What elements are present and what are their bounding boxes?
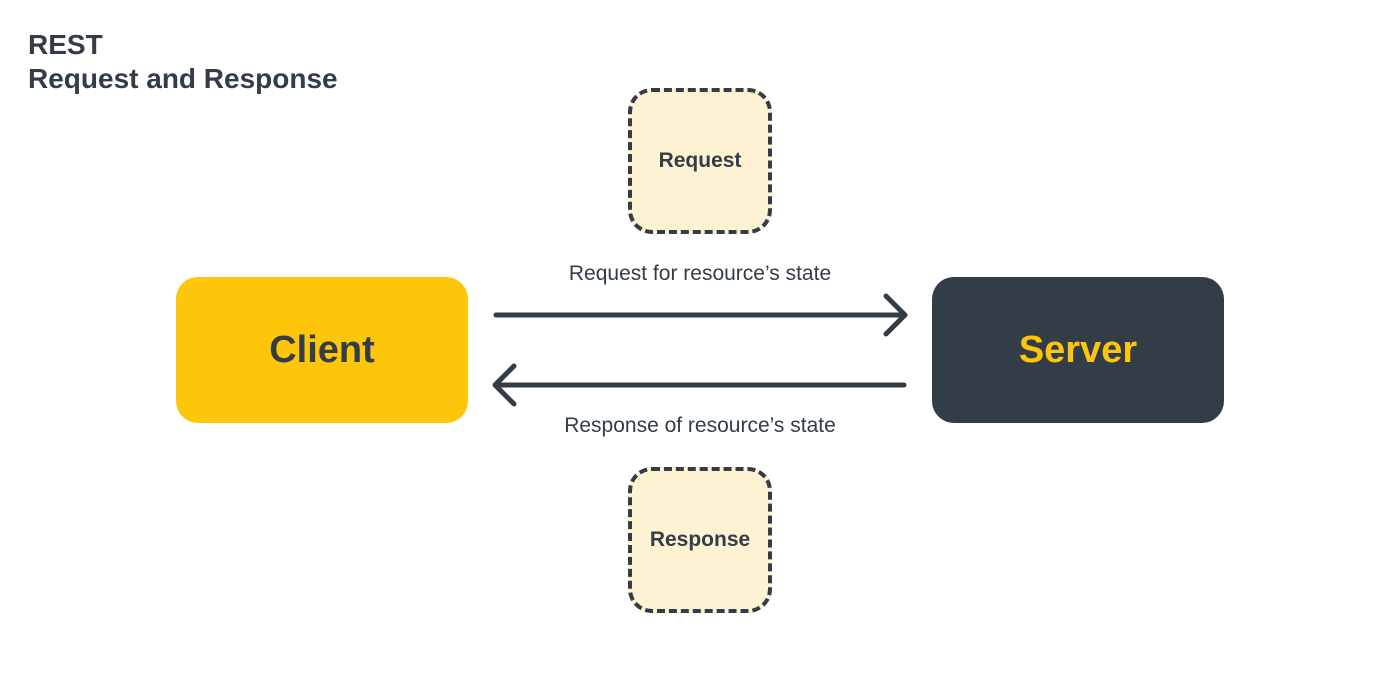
response-message-box: Response [628, 467, 772, 613]
request-message-label: Request [658, 149, 742, 172]
response-arrow [492, 363, 907, 407]
response-edge-label: Response of resource’s state [564, 414, 836, 437]
request-edge-label: Request for resource’s state [568, 262, 832, 285]
request-message-box: Request [628, 88, 772, 234]
server-node: Server [932, 277, 1224, 423]
server-node-label: Server [1018, 328, 1138, 371]
diagram-title: REST Request and Response [28, 28, 338, 96]
request-arrow [493, 293, 908, 337]
client-node-label: Client [269, 328, 375, 371]
title-line-2: Request and Response [28, 63, 338, 94]
title-line-1: REST [28, 29, 103, 60]
client-node: Client [176, 277, 468, 423]
response-message-label: Response [649, 528, 751, 551]
